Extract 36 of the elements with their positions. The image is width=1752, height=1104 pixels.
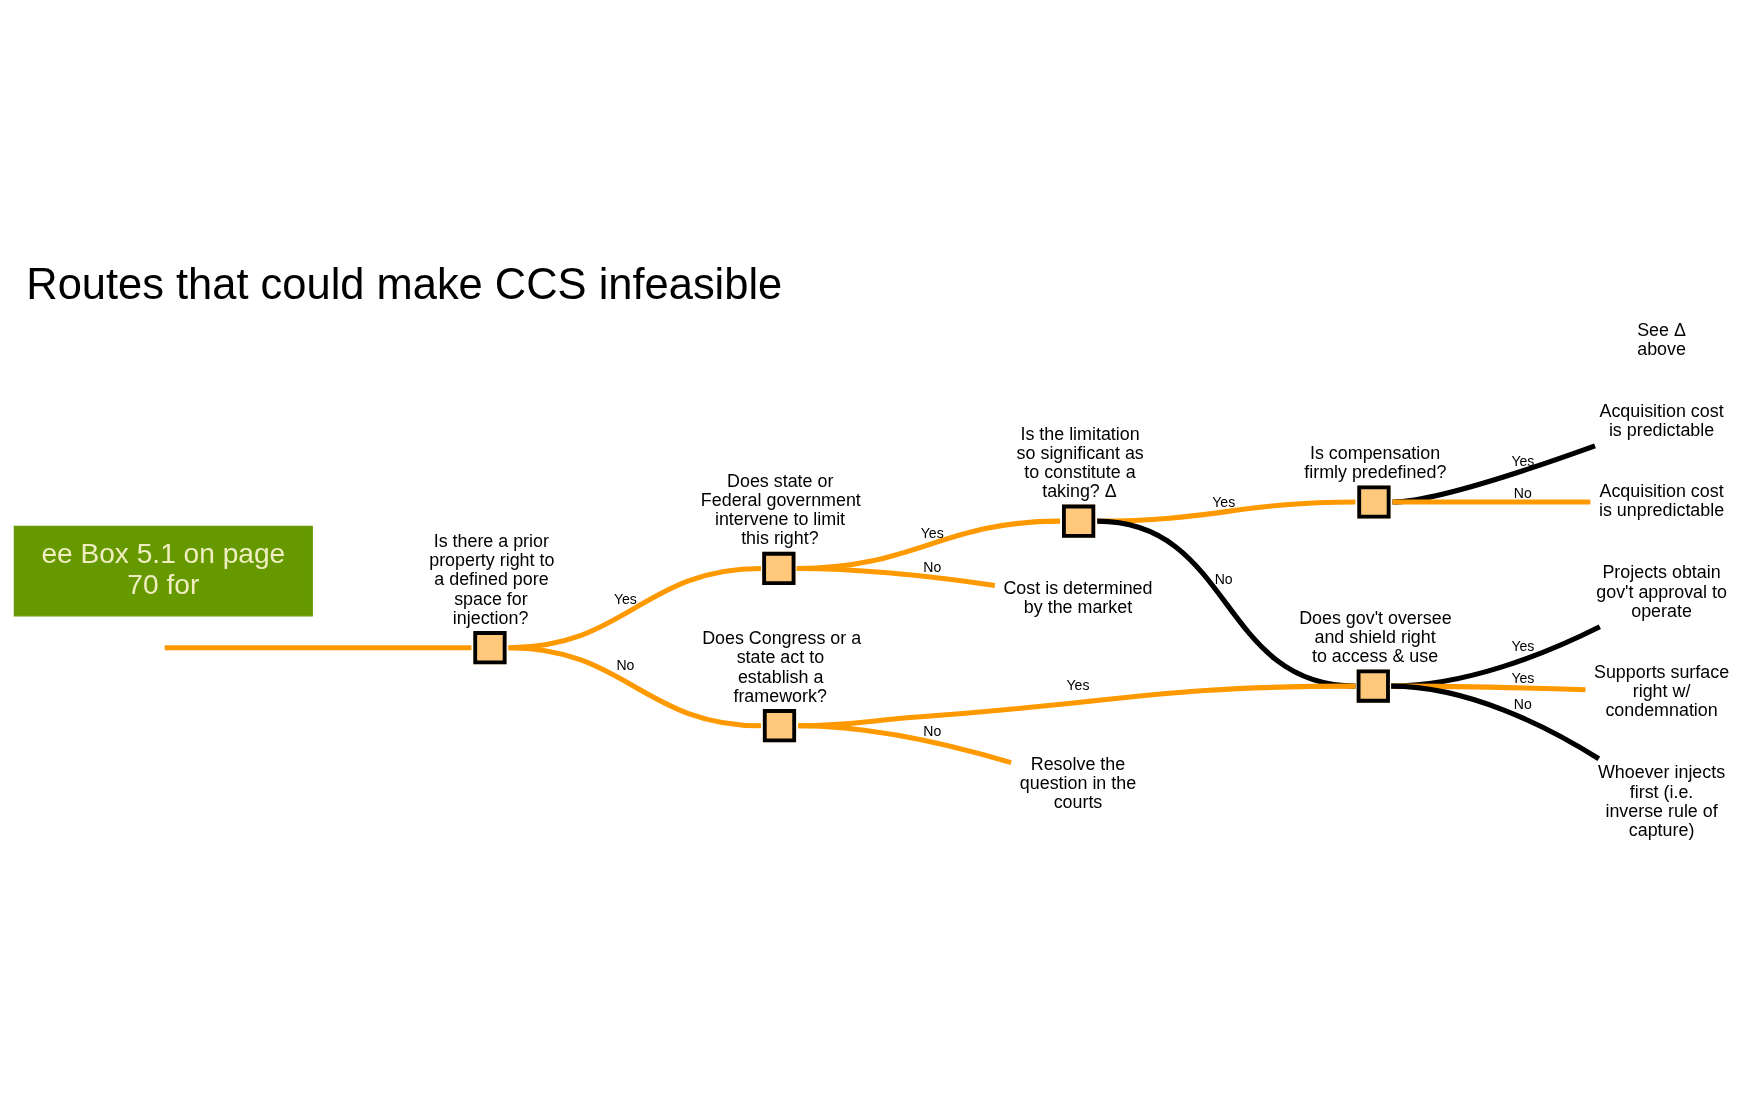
diagram-title: Routes that could make CCS infeasible bbox=[26, 259, 783, 308]
node-label: Is there a prior property right to a defined pore space for injection? bbox=[429, 530, 555, 628]
edge-label: No bbox=[1513, 484, 1532, 501]
connector bbox=[508, 644, 762, 728]
node-text: Acquisition cost is predictable bbox=[1599, 400, 1724, 440]
connector bbox=[796, 565, 996, 588]
connector bbox=[1392, 442, 1596, 505]
label: See Δ above bbox=[1637, 319, 1686, 359]
edge-label: Yes bbox=[1511, 669, 1535, 686]
node-text: Supports surface right w/ condemnation bbox=[1593, 661, 1730, 720]
edge-label: Yes bbox=[1511, 637, 1535, 654]
edge-label: No bbox=[923, 722, 942, 739]
node-label: Does Congress or a state act to establish a framework? bbox=[702, 627, 862, 706]
node-text: Projects obtain gov't approval to operate bbox=[1596, 561, 1727, 621]
edge-label: Yes bbox=[613, 590, 637, 607]
node-label: Does state or Federal government intervene to limit this right? bbox=[700, 470, 861, 548]
edge-label: No bbox=[616, 656, 635, 673]
connector bbox=[1392, 498, 1591, 505]
connector bbox=[1391, 683, 1601, 761]
node-box: ee Box 5.1 on page 70 for bbox=[13, 525, 313, 616]
connector bbox=[797, 722, 1012, 765]
connector bbox=[164, 644, 472, 650]
node-label: Is compensation firmly predefined? bbox=[1304, 442, 1447, 482]
edge-label: No bbox=[1513, 695, 1532, 712]
edge-label: Yes bbox=[1511, 452, 1535, 469]
edge-label: Yes bbox=[1066, 676, 1090, 693]
node-text: Cost is determined by the market bbox=[1003, 577, 1153, 617]
edge-label: Yes bbox=[1212, 493, 1236, 510]
node-text: Resolve the question in the courts bbox=[1019, 753, 1137, 812]
node-text: Acquisition cost is unpredictable bbox=[1598, 480, 1725, 520]
node-label: Is the limitation so significant as to constitute a taking? Δ bbox=[1016, 423, 1144, 501]
edge-label: No bbox=[923, 558, 942, 575]
node-label: Does gov't oversee and shield right to access & use bbox=[1299, 607, 1452, 666]
edge-label: No bbox=[1214, 570, 1233, 587]
edge-label: Yes bbox=[920, 524, 944, 541]
node-text: Whoever injects first (i.e. inverse rule of capture) bbox=[1597, 761, 1726, 840]
